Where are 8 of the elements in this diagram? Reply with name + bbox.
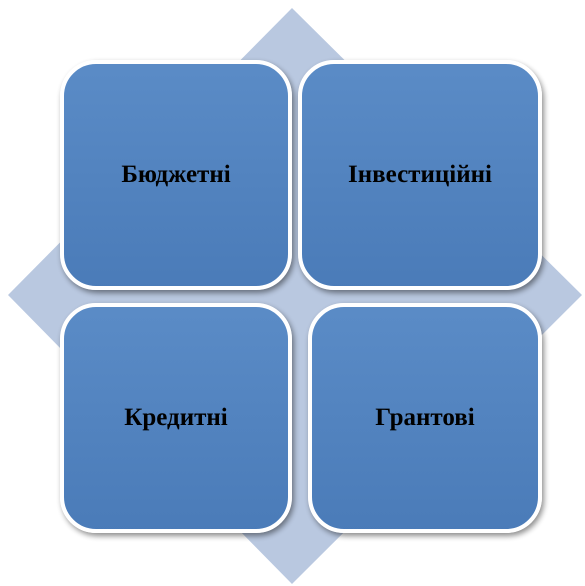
matrix-box <box>298 60 542 290</box>
box-label: Грантові <box>375 404 475 432</box>
box-label: Інвестиційні <box>348 161 492 189</box>
matrix-box <box>308 303 542 533</box>
matrix-box <box>60 60 292 290</box>
box-label: Бюджетні <box>121 161 231 189</box>
box-label: Кредитні <box>124 404 228 432</box>
matrix-box <box>60 303 292 533</box>
